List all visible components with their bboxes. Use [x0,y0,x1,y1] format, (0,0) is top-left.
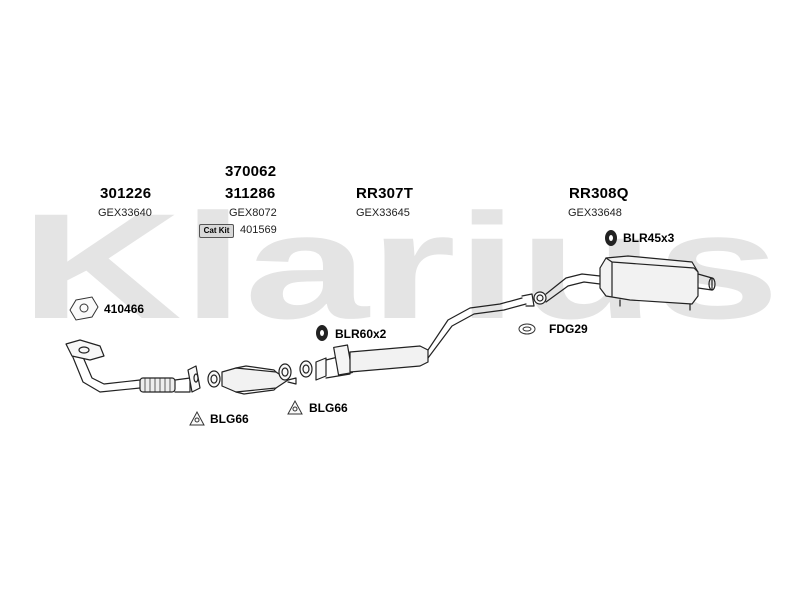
front-pipe-oem: GEX33640 [98,207,152,219]
catalyst-alt-number: 370062 [225,163,277,180]
gasket-410466-icon [69,296,99,321]
rubber-mount-centre-icon [316,325,328,341]
cat-kit-badge: Cat Kit [199,224,234,238]
front-pipe-number: 301226 [100,185,152,202]
cat-kit-number: 401569 [240,224,277,236]
catalyst [221,365,297,395]
clamp-fdg29-icon [518,323,536,335]
rear-silencer-number: RR308Q [569,185,629,202]
rubber-mount-centre-label: BLR60x2 [335,327,387,341]
centre-section-number: RR307T [356,185,414,202]
bolt-kit-1-icon [189,410,205,426]
cat-inlet-flange [187,365,201,393]
bolt-kit-1-label: BLG66 [210,412,249,426]
centre-inlet-gasket [299,360,313,378]
cat-inlet-gasket [207,370,221,388]
rear-silencer [545,255,716,311]
centre-section-oem: GEX33645 [356,207,410,219]
rear-joint-clamp [533,291,547,305]
rubber-mount-rear-icon [605,230,617,246]
rear-silencer-oem: GEX33648 [568,207,622,219]
cat-outlet-gasket [278,363,292,381]
gasket-label: 410466 [104,302,145,316]
bolt-kit-2-label: BLG66 [309,401,348,415]
catalyst-oem: GEX8072 [229,207,277,219]
clamp-label: FDG29 [549,322,588,336]
rubber-mount-rear-label: BLR45x3 [623,231,675,245]
front-pipe [65,339,191,393]
centre-section [315,293,535,381]
bolt-kit-2-icon [287,399,303,415]
catalyst-number: 311286 [225,185,276,202]
